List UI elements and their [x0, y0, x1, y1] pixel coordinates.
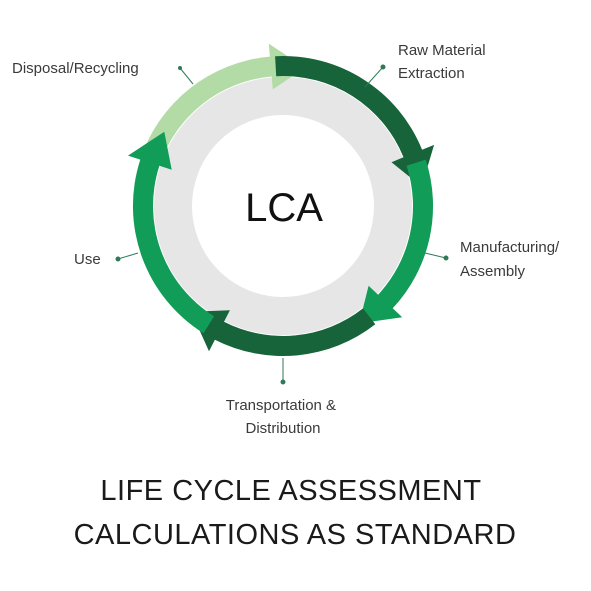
connector-raw-material	[364, 66, 384, 88]
label-raw-material: Raw Material Extraction	[398, 42, 490, 82]
connector-dot-use	[115, 256, 121, 262]
arrow-manufacturing	[359, 159, 434, 324]
label-transportation: Transportation & Distribution	[226, 397, 341, 437]
connector-use	[117, 252, 139, 260]
arrow-disposal	[140, 43, 305, 166]
label-raw-material-line2: Extraction	[398, 65, 465, 82]
label-manufacturing: Manufacturing/ Assembly	[460, 239, 563, 280]
label-raw-material-line1: Raw Material	[398, 42, 486, 59]
connector-disposal	[179, 67, 194, 85]
caption: LIFE CYCLE ASSESSMENT CALCULATIONS AS ST…	[74, 475, 517, 551]
caption-line2: CALCULATIONS AS STANDARD	[74, 519, 517, 551]
connector-manufacturing	[424, 252, 447, 259]
cycle-arrows	[128, 43, 435, 357]
label-disposal: Disposal/Recycling	[12, 60, 139, 77]
connector-dot-transportation	[280, 379, 286, 385]
arrow-use	[128, 131, 215, 334]
label-use-line1: Use	[74, 251, 101, 268]
arrow-transportation	[191, 308, 376, 357]
inner-ring	[154, 77, 412, 335]
label-transportation-line2: Distribution	[245, 420, 320, 437]
connector-dot-raw-material	[380, 64, 386, 70]
label-use: Use	[74, 251, 101, 268]
connectors	[115, 64, 449, 385]
connector-dot-disposal	[178, 66, 182, 70]
center-label: LCA	[245, 186, 323, 230]
connector-dot-manufacturing	[443, 255, 449, 261]
label-transportation-line1: Transportation &	[226, 397, 336, 414]
label-disposal-line1: Disposal/Recycling	[12, 60, 139, 77]
caption-line1: LIFE CYCLE ASSESSMENT	[100, 475, 481, 507]
label-manufacturing-line2: Assembly	[460, 263, 526, 280]
label-manufacturing-line1: Manufacturing/	[460, 239, 560, 256]
